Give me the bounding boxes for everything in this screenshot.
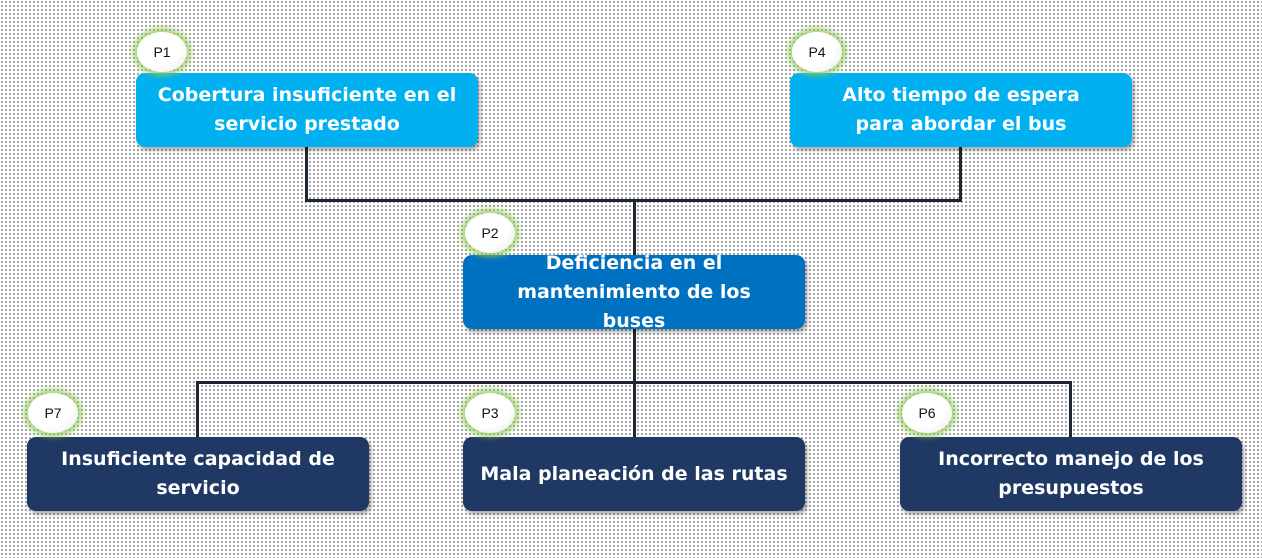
badge-p4: P4 bbox=[792, 32, 842, 72]
node-p2: Deficiencia en el mantenimiento de los b… bbox=[463, 252, 805, 332]
node-p4-text: Alto tiempo de espera para abordar el bu… bbox=[842, 84, 1080, 135]
node-p2-text: Deficiencia en el mantenimiento de los b… bbox=[517, 251, 751, 332]
badge-p2: P2 bbox=[465, 213, 515, 253]
node-p6: Incorrecto manejo de los presupuestos bbox=[900, 437, 1242, 511]
node-p3-text: Mala planeación de las rutas bbox=[480, 462, 788, 485]
node-p4: Alto tiempo de espera para abordar el bu… bbox=[790, 73, 1132, 147]
node-p6-text: Incorrecto manejo de los presupuestos bbox=[938, 448, 1204, 499]
node-p1-text: Cobertura insuficiente en el servicio pr… bbox=[157, 84, 457, 135]
connector-bottom-horizontal bbox=[196, 381, 1072, 384]
badge-p6: P6 bbox=[902, 393, 952, 433]
connector-p4 bbox=[959, 147, 962, 202]
connector-p2-top bbox=[633, 199, 636, 255]
node-p3: Mala planeación de las rutas bbox=[463, 437, 805, 511]
node-p1: Cobertura insuficiente en el servicio pr… bbox=[136, 73, 478, 147]
badge-p3: P3 bbox=[465, 393, 515, 433]
node-p7: Insuficiente capacidad de servicio bbox=[27, 437, 369, 511]
connector-p6 bbox=[1069, 381, 1072, 437]
node-p7-text: Insuficiente capacidad de servicio bbox=[61, 448, 335, 499]
connector-p1 bbox=[305, 147, 308, 202]
badge-p7: P7 bbox=[28, 393, 78, 433]
badge-p1: P1 bbox=[137, 32, 187, 72]
connector-p7 bbox=[196, 381, 199, 437]
